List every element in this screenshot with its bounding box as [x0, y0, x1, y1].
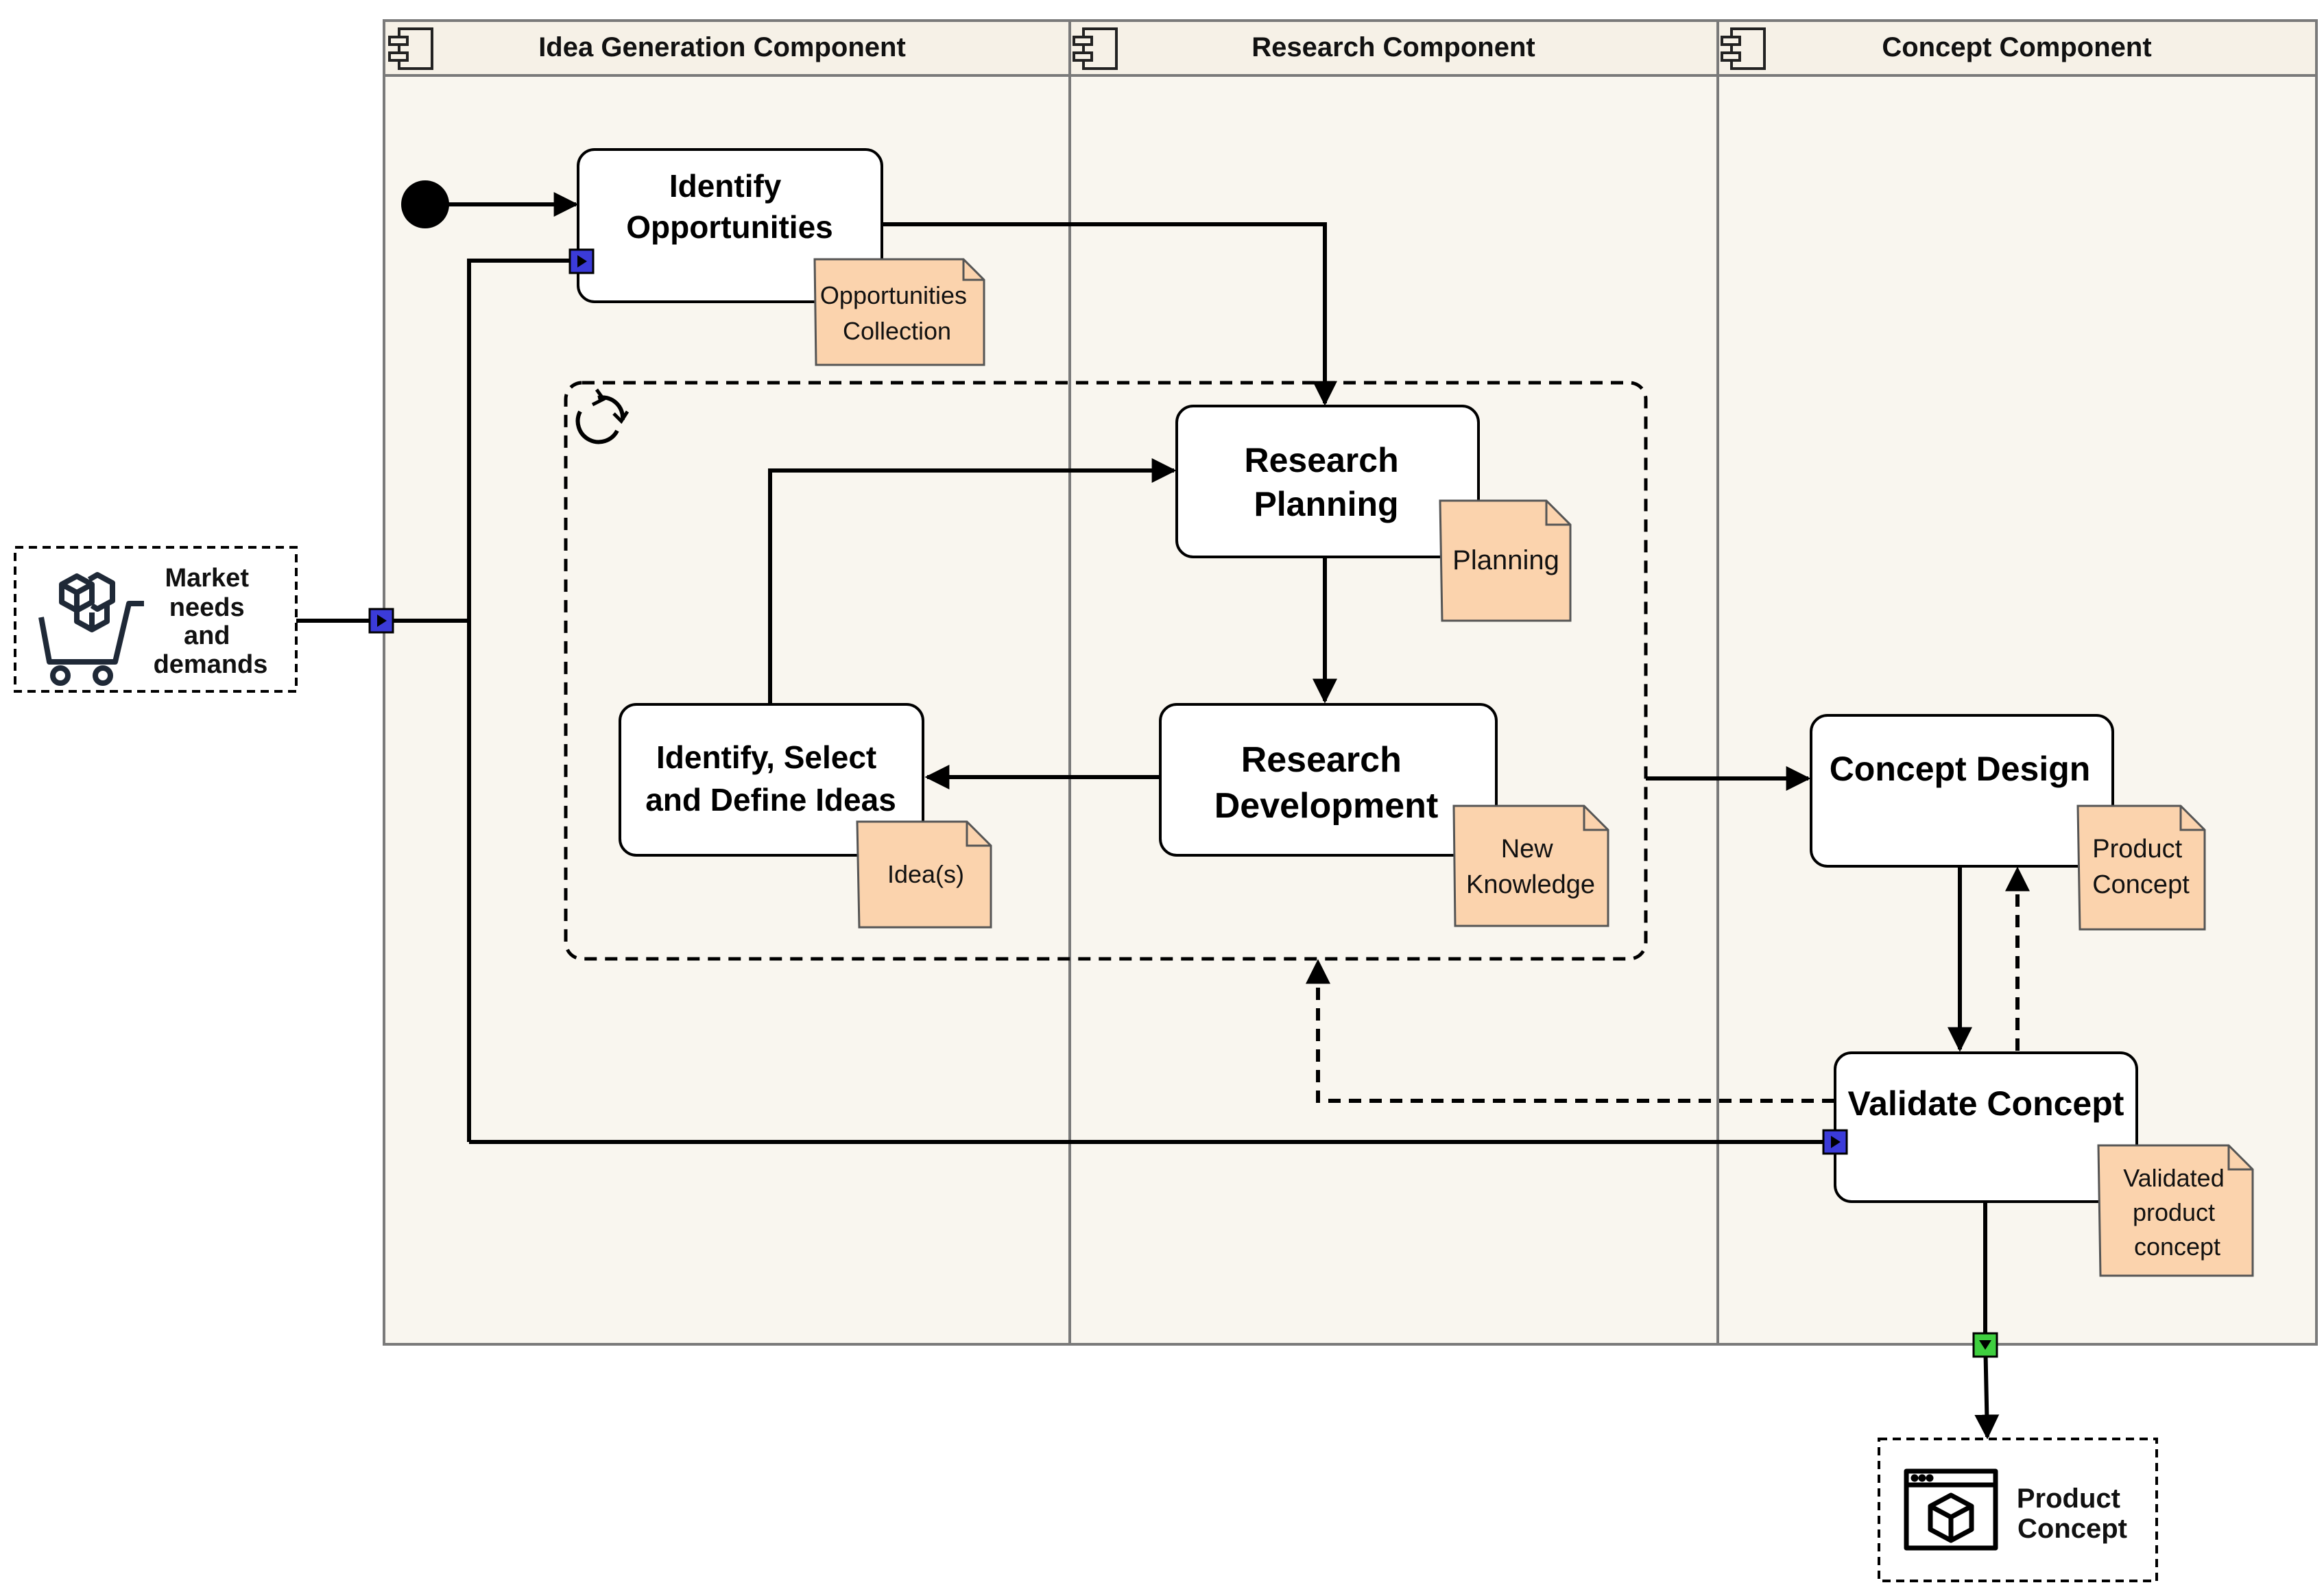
svg-text:Product Concept: Product Concept [2017, 1484, 2128, 1544]
activity-label: Identify [669, 168, 782, 204]
activity-identify-opportunities[interactable]: Identify Opportunities [577, 148, 883, 303]
input-pin[interactable] [568, 248, 595, 274]
activity-research-planning[interactable]: Research Planning [1175, 405, 1480, 558]
lane-title-research: Research Component [1251, 32, 1535, 62]
note-opportunities-collection: Opportunities Collection [813, 258, 985, 366]
note-label: product [2133, 1198, 2215, 1226]
input-pin[interactable] [1822, 1129, 1848, 1155]
initial-node [401, 180, 449, 228]
activity-concept-design[interactable]: Concept Design [1810, 714, 2114, 868]
input-pin[interactable] [368, 608, 394, 634]
svg-text:Research Development: Research Development [1214, 740, 1439, 826]
lane-title-idea-generation: Idea Generation Component [538, 32, 906, 62]
activity-label: Validate Concept [1848, 1084, 2124, 1123]
flow-validate-to-loop-dashed [1306, 959, 1834, 1103]
flow-ideas-to-planning [768, 458, 1177, 703]
activity-label: Development [1214, 786, 1439, 826]
activity-label: Identify, Select [656, 739, 876, 775]
note-label: Opportunities [820, 281, 967, 309]
external-output-label: Concept [2017, 1514, 2127, 1544]
activity-label: Opportunities [626, 209, 833, 245]
note-ideas: Idea(s) [856, 820, 992, 929]
activity-label: Research [1244, 441, 1398, 479]
activity-label: Concept Design [1830, 750, 2091, 788]
external-output-product-concept: Product Concept [1878, 1438, 2158, 1582]
activity-research-development[interactable]: Research Development [1159, 703, 1498, 857]
svg-text:Opportunities Collection: Opportunities Collection [820, 281, 974, 345]
external-input-label: demands [154, 650, 268, 679]
output-pin[interactable] [1972, 1332, 1998, 1358]
note-label: New [1501, 835, 1554, 863]
activity-label: and Define Ideas [645, 782, 896, 818]
note-new-knowledge: New Knowledge [1452, 805, 1609, 927]
activity-label: Planning [1254, 485, 1398, 523]
note-label: Concept [2092, 870, 2190, 899]
external-input-label: needs [169, 593, 245, 622]
component-icon [1721, 27, 1766, 70]
note-label: Knowledge [1466, 870, 1595, 899]
lane-title-concept: Concept Component [1882, 32, 2151, 62]
flow-identify-to-planning [883, 222, 1337, 406]
activity-validate-concept[interactable]: Validate Concept [1834, 1051, 2138, 1203]
loop-region [564, 381, 1648, 961]
svg-text:Product Concept: Product Concept [2092, 835, 2190, 899]
svg-text:New Knowledge: New Knowledge [1466, 835, 1595, 899]
activity-identify-select-define[interactable]: Identify, Select and Define Ideas [619, 703, 924, 857]
loop-icon [575, 388, 630, 444]
svg-text:Identify Opportunities: Identify Opportunities [626, 168, 833, 245]
component-icon [1073, 27, 1118, 70]
external-input-market-needs: Market needs and demands [14, 546, 298, 693]
package-window-icon [1904, 1468, 1998, 1551]
component-icon [388, 27, 433, 70]
connectors [296, 192, 2030, 1440]
note-label: Collection [843, 317, 951, 345]
flow-input-to-identify [467, 259, 575, 1142]
note-planning: Planning [1439, 499, 1572, 622]
note-label: Planning [1452, 545, 1559, 575]
svg-text:Validated product: Validated product concept [2123, 1164, 2231, 1261]
note-product-concept: Product Concept [2076, 805, 2206, 931]
note-label: Product [2092, 835, 2182, 863]
note-validated-product-concept: Validated product concept [2097, 1144, 2254, 1277]
svg-text:Research Planning: Research Planning [1244, 441, 1408, 523]
shopping-cart-boxes-icon [38, 572, 144, 686]
svg-text:Identify, Select and Def: Identify, Select and Define Ideas [645, 739, 896, 818]
external-input-label: Market [165, 564, 249, 593]
activity-label: Research [1241, 740, 1402, 780]
flow-validate-to-output [1974, 1202, 2000, 1440]
svg-text:Market needs and: Market needs and demands [154, 564, 268, 679]
note-label: Validated [2123, 1164, 2224, 1192]
note-label: Idea(s) [887, 860, 964, 888]
external-input-label: and [184, 621, 230, 650]
note-label: concept [2134, 1232, 2220, 1261]
external-output-label: Product [2017, 1484, 2120, 1514]
